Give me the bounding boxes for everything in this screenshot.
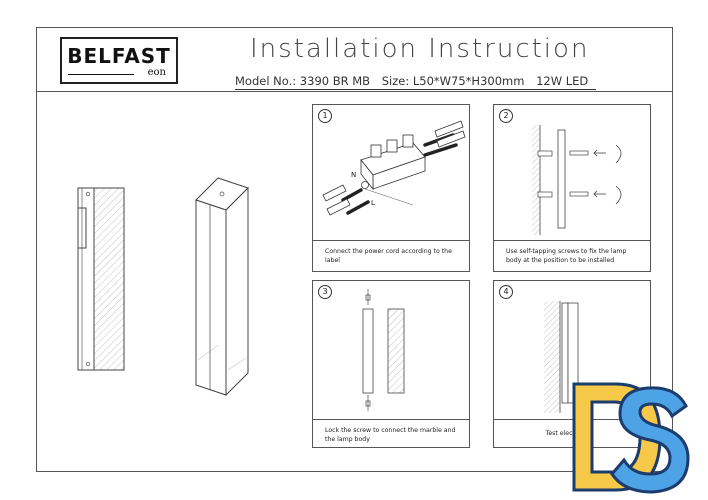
step-3-panel: 3 Lock the screw to connect the marble a…	[312, 280, 470, 448]
drawing-sheet	[36, 27, 673, 472]
step-1-caption: Connect the power cord according to the …	[313, 240, 469, 272]
step-2-number: 2	[499, 109, 513, 123]
step-4-caption: Test electricity	[494, 419, 650, 448]
page-title: Installation Instruction	[250, 34, 590, 64]
model-number: Model No.: 3390 BR MB	[235, 74, 371, 88]
brand-name: BELFAST	[67, 44, 171, 68]
live-label: L	[371, 199, 375, 207]
marble-attach-diagram	[362, 289, 405, 411]
step-3-number: 3	[318, 285, 332, 299]
size-spec: Size: L50*W75*H300mm	[381, 74, 525, 88]
neutral-label: N	[351, 171, 356, 179]
step-2-caption: Use self-tapping screws to fix the lamp …	[494, 240, 650, 272]
lamp-perspective-drawing	[195, 177, 249, 397]
logo-underline	[68, 74, 134, 75]
step-1-panel: 1 N L Connect the power cord according t…	[312, 104, 470, 272]
header-divider	[36, 91, 673, 92]
brand-logo: BELFAST eon	[60, 37, 178, 84]
test-mounted-lamp-diagram	[544, 301, 579, 413]
step-4-number: 4	[499, 285, 513, 299]
wire-connector-diagram: N L	[322, 120, 466, 216]
brand-sub: eon	[147, 67, 166, 78]
model-spec-line: Model No.: 3390 BR MB Size: L50*W75*H300…	[235, 74, 597, 90]
screw-mounting-diagram	[532, 125, 622, 235]
lamp-front-view-drawing	[77, 187, 125, 371]
step-3-caption: Lock the screw to connect the marble and…	[313, 419, 469, 448]
step-2-panel: 2 Use self-tapping screws to fix the lam…	[493, 104, 651, 272]
power-spec: 12W LED	[536, 74, 589, 88]
ds-watermark-logo	[572, 382, 690, 494]
step-1-number: 1	[318, 109, 332, 123]
